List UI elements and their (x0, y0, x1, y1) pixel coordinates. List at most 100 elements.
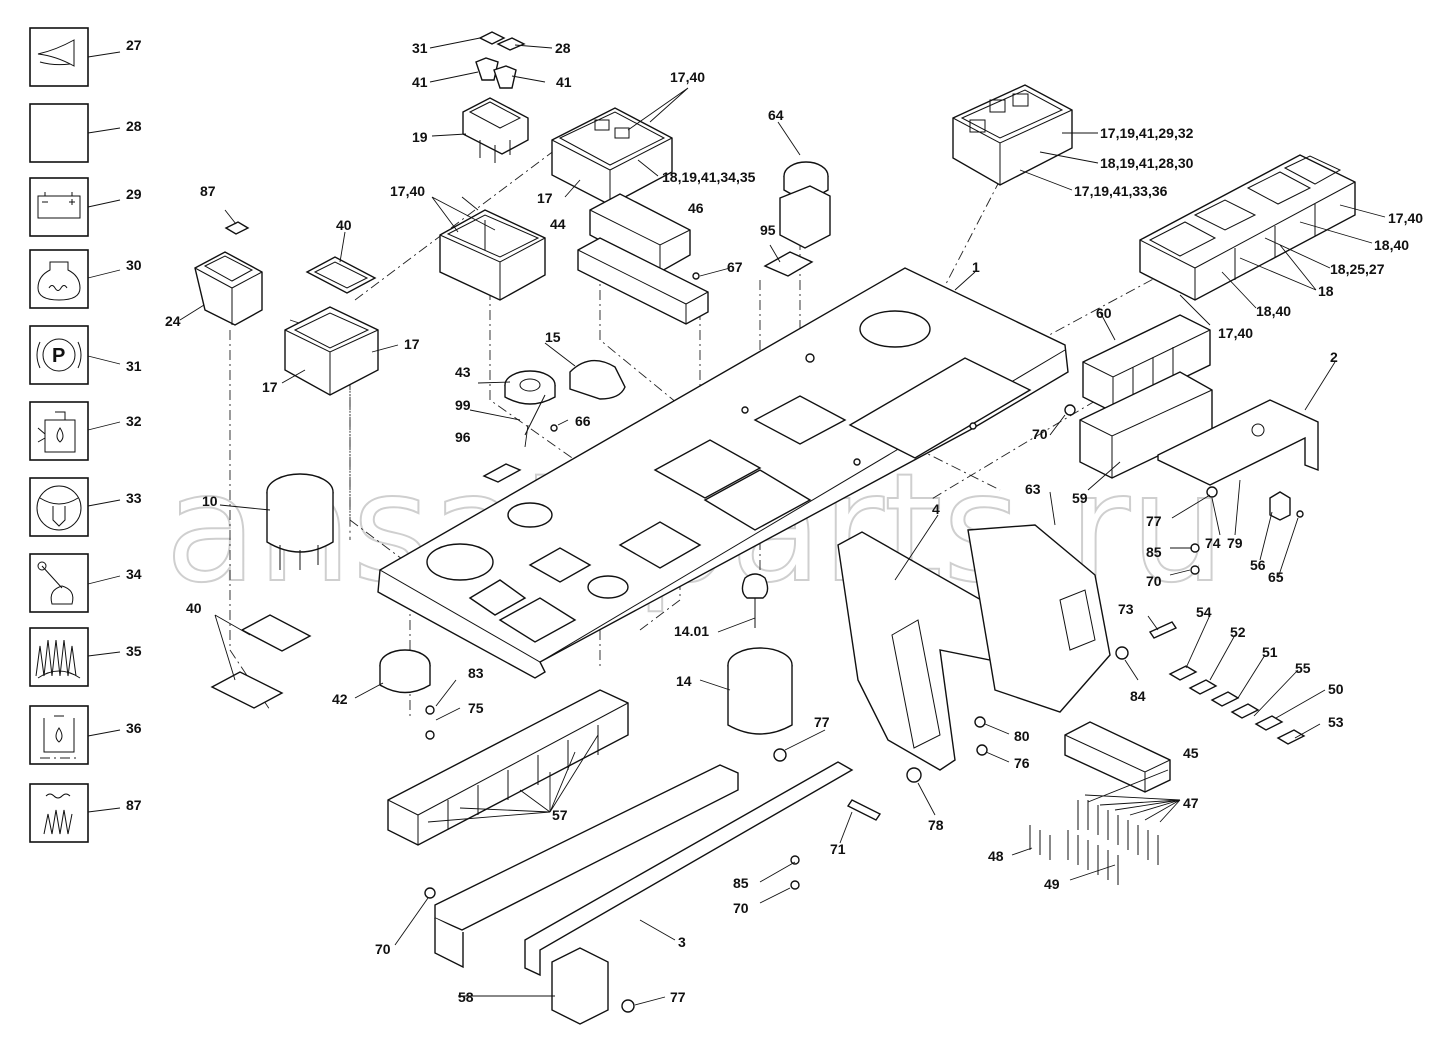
callout-18-25-27: 18,25,27 (1330, 261, 1385, 277)
callout-83: 83 (468, 665, 484, 681)
legend-item-28: 28 (29, 103, 142, 163)
callout-70-a: 70 (1032, 426, 1048, 442)
callout-41-a: 41 (412, 74, 428, 90)
legend-item-35: 35 (29, 627, 142, 687)
callout-65: 65 (1268, 569, 1284, 585)
callout-51: 51 (1262, 644, 1278, 660)
block-45 (1064, 721, 1171, 793)
callout-14-01: 14.01 (674, 623, 709, 639)
switch-block-right-long (1139, 154, 1356, 301)
rail-3 (524, 761, 854, 977)
callout-84: 84 (1130, 688, 1146, 704)
callout-55: 55 (1295, 660, 1311, 676)
switch-housing-17-40-top (551, 107, 673, 206)
callout-18: 18 (1318, 283, 1334, 299)
seals-40-bottom (210, 614, 312, 709)
relay-58-single (551, 947, 609, 1025)
callout-80: 80 (1014, 728, 1030, 744)
callout-77-c: 77 (670, 989, 686, 1005)
callout-45: 45 (1183, 745, 1199, 761)
legend-item-34: 34 (29, 553, 142, 613)
bracket-4 (837, 531, 991, 771)
callout-75: 75 (468, 700, 484, 716)
callout-60: 60 (1096, 305, 1112, 321)
callout-28: 28 (555, 40, 571, 56)
callout-95: 95 (760, 222, 776, 238)
fuses-50-55 (1168, 665, 1306, 745)
callout-63: 63 (1025, 481, 1041, 497)
callout-31: 31 (412, 40, 428, 56)
callout-19: 19 (412, 129, 428, 145)
callout-18-19-41-34-35: 18,19,41,34,35 (662, 169, 756, 185)
callout-42: 42 (332, 691, 348, 707)
callout-77-b: 77 (814, 714, 830, 730)
callout-15: 15 (545, 329, 561, 345)
callout-3: 3 (678, 934, 686, 950)
callout-79: 79 (1227, 535, 1243, 551)
callout-24: 24 (165, 313, 181, 329)
joystick-icon (37, 561, 74, 605)
callout-54: 54 (1196, 604, 1212, 620)
cap-15 (569, 359, 626, 400)
svg-text:P: P (52, 345, 65, 367)
legend-item-33: 33 (29, 477, 142, 537)
legend-item-32: 32 (29, 401, 142, 461)
cover-63 (967, 524, 1111, 713)
switch-block-right-top (952, 84, 1073, 186)
callout-77-a: 77 (1146, 513, 1162, 529)
heater-icon (35, 639, 81, 679)
label-95 (763, 251, 814, 277)
dash-panel (377, 267, 1069, 679)
callout-17-a: 17 (262, 379, 278, 395)
legend-label-36: 36 (126, 720, 142, 736)
callout-85-a: 85 (1146, 544, 1162, 560)
legend-item-87: 87 (29, 783, 142, 843)
ring-43 (504, 370, 556, 405)
callout-96: 96 (455, 429, 471, 445)
callout-57: 57 (552, 807, 568, 823)
callout-17-40-a: 17,40 (390, 183, 425, 199)
leader-lines (179, 37, 1386, 1006)
legend-item-29: 29 (29, 177, 142, 237)
callout-18-40-b: 18,40 (1256, 303, 1291, 319)
callout-70-b: 70 (1146, 573, 1162, 589)
callout-87: 87 (200, 183, 216, 199)
lens-31-28 (478, 31, 526, 51)
callout-48: 48 (988, 848, 1004, 864)
callout-17-40-d: 17,40 (1218, 325, 1253, 341)
callout-17-40-c: 17,40 (1388, 210, 1423, 226)
callout-71: 71 (830, 841, 846, 857)
callout-67: 67 (727, 259, 743, 275)
switch-housing-17-left (284, 306, 379, 396)
relay-56 (1269, 491, 1291, 521)
callout-56: 56 (1250, 557, 1266, 573)
switch-24 (194, 251, 263, 326)
knob-64 (779, 161, 831, 249)
legend-label-29: 29 (126, 186, 142, 202)
callout-70-c: 70 (733, 900, 749, 916)
bracket-2 (1157, 399, 1319, 486)
callout-59: 59 (1072, 490, 1088, 506)
horn-icon (37, 39, 75, 67)
callout-40-a: 40 (336, 217, 352, 233)
callout-17-b: 17 (404, 336, 420, 352)
legend-item-30: 30 (29, 249, 142, 309)
legend: 27 28 29 (29, 27, 142, 843)
callout-18-40-a: 18,40 (1374, 237, 1409, 253)
legend-label-87: 87 (126, 797, 142, 813)
callout-74: 74 (1205, 535, 1221, 551)
callout-76: 76 (1014, 755, 1030, 771)
callout-17-c: 17 (537, 190, 553, 206)
callout-49: 49 (1044, 876, 1060, 892)
cover-87 (224, 221, 250, 235)
callout-78: 78 (928, 817, 944, 833)
legend-item-27: 27 (29, 27, 142, 87)
hour-meter-10 (266, 473, 334, 570)
relays-60 (1082, 314, 1211, 413)
relay-base-58 (434, 764, 739, 969)
legend-label-31: 31 (126, 358, 142, 374)
callout-85-b: 85 (733, 875, 749, 891)
callout-40-b: 40 (186, 600, 202, 616)
callout-43: 43 (455, 364, 471, 380)
